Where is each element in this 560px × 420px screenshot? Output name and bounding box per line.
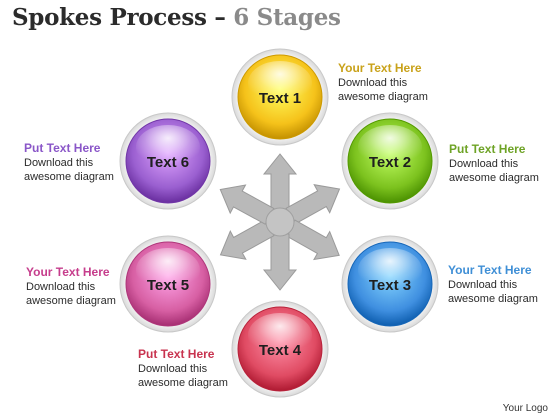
spoke-arrow-5: [219, 219, 275, 260]
stage-circle-6[interactable]: Text 6: [119, 112, 217, 210]
stage-shine-3: [358, 248, 422, 292]
title-accent: 6 Stages: [233, 4, 341, 31]
spoke-arrow-6: [219, 184, 275, 225]
stage-note-body: Download this awesome diagram: [24, 157, 114, 183]
stage-note-heading: Your Text Here: [26, 265, 110, 279]
stage-circle-3[interactable]: Text 3: [341, 235, 439, 333]
page-title: Spokes Process – 6 Stages: [12, 4, 341, 31]
stage-shine-6: [136, 125, 200, 169]
stage-circle-4[interactable]: Text 4: [231, 300, 329, 398]
stage-note-body: Download this awesome diagram: [449, 158, 539, 184]
stage-label-4: Text 4: [259, 342, 302, 359]
stage-circle-5[interactable]: Text 5: [119, 235, 217, 333]
stage-label-5: Text 5: [147, 277, 189, 294]
spoke-arrow-2: [285, 184, 341, 225]
stage-circle-1[interactable]: Text 1: [231, 48, 329, 146]
stage-note-heading: Your Text Here: [448, 263, 532, 277]
stage-shine-2: [358, 125, 422, 169]
stage-note-body: Download this awesome diagram: [138, 363, 228, 389]
stage-shine-5: [136, 248, 200, 292]
stage-note-heading: Your Text Here: [338, 61, 422, 75]
stage-label-3: Text 3: [369, 277, 411, 294]
stage-circle-2[interactable]: Text 2: [341, 112, 439, 210]
stage-note-body: Download this awesome diagram: [448, 279, 538, 305]
spoke-arrow-1: [262, 153, 298, 211]
spoke-arrow-3: [285, 219, 340, 261]
hub-center: [265, 207, 295, 237]
stage-circles: Text 1 Text 2 Text 3 Text 4 Text 5 Text 6: [119, 48, 439, 398]
logo-text: Your Logo: [502, 403, 548, 414]
stage-label-1: Text 1: [259, 90, 301, 107]
spoke-arrow-4: [262, 233, 298, 291]
spoke-arrows: [219, 153, 341, 291]
stage-shine-1: [248, 61, 312, 105]
stage-note-heading: Put Text Here: [24, 141, 101, 155]
title-main: Spokes Process –: [12, 4, 234, 31]
stage-note-body: Download this awesome diagram: [26, 281, 116, 307]
stage-note-body: Download this awesome diagram: [338, 77, 428, 103]
stage-note-heading: Put Text Here: [138, 347, 215, 361]
stage-label-6: Text 6: [147, 154, 189, 171]
stage-shine-4: [248, 313, 312, 357]
stage-label-2: Text 2: [369, 154, 411, 171]
stage-note-heading: Put Text Here: [449, 142, 526, 156]
